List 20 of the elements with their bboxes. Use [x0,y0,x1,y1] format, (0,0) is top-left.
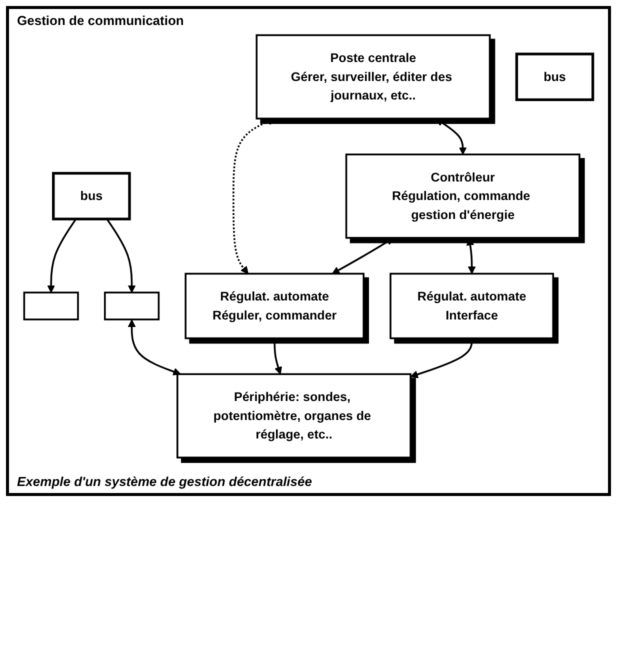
arrow [466,238,476,274]
node-box [104,292,160,320]
arrow [106,218,136,293]
arrow [410,338,473,378]
note: Gestion de communication [17,13,184,28]
caption: Exemple d'un système de gestion décentralisée [17,474,313,489]
node-box: Contrôleur Régulation, commande gestion d'énergie [345,154,580,239]
arrow [332,238,394,274]
node-box: Poste centrale Gérer, surveiller, éditer des journaux, etc.. [256,34,491,120]
node-box: bus [52,172,131,220]
arrow [232,118,276,274]
node-box [23,292,79,320]
arrow [128,319,181,376]
arrow [436,118,467,155]
node-box: Périphérie: sondes, potentiomètre, organes de réglage, etc.. [176,373,412,458]
node-box: Régulat. automate Réguler, commander [184,272,364,340]
node-box: Régulat. automate Interface [390,272,554,340]
node-box: bus [515,52,594,102]
arrow [47,218,77,293]
arrow [274,338,282,374]
